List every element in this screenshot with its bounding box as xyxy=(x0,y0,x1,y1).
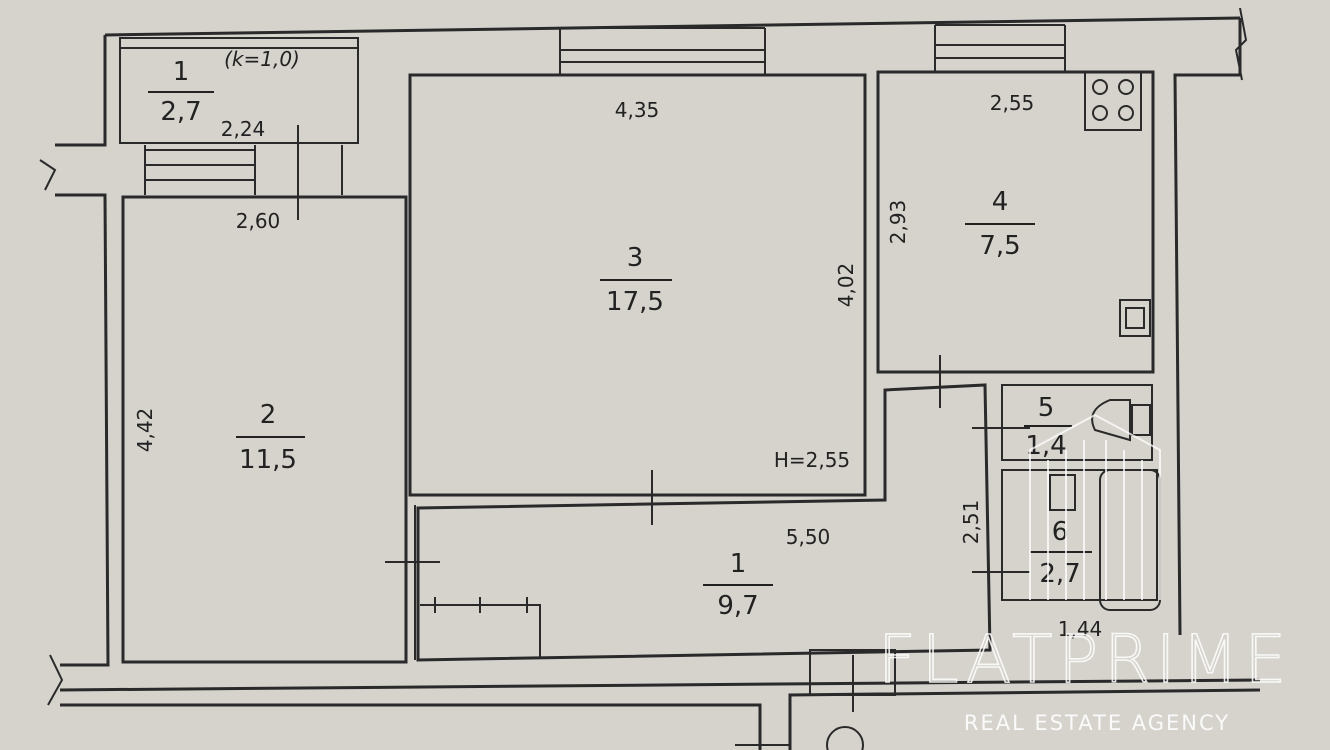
room-5-area: 1,4 xyxy=(1025,431,1066,461)
kitchen-sink-icon xyxy=(1119,299,1151,337)
hall-label: 1 9,7 xyxy=(703,549,773,621)
room-4-label: 4 7,5 xyxy=(965,187,1035,261)
balcony-area: 2,7 xyxy=(160,97,201,127)
room-2-area: 11,5 xyxy=(239,445,297,475)
watermark-brand: FLATPRIME xyxy=(878,621,1292,698)
dimension-labels: 2,24 2,60 4,42 4,35 4,02 H=2,55 2,55 2,9… xyxy=(133,91,1102,641)
room-2-outline xyxy=(121,195,408,664)
room-2-length-dim: 4,42 xyxy=(133,408,157,453)
room-6-number: 6 xyxy=(1052,517,1069,547)
bath-width-dim: 1,44 xyxy=(1058,617,1103,641)
room-4-outline xyxy=(876,24,1155,408)
room-5-number: 5 xyxy=(1038,393,1055,423)
ceiling-height-dim: H=2,55 xyxy=(774,448,850,472)
room-2-label: 2 11,5 xyxy=(236,400,305,475)
room-2-width-dim: 2,60 xyxy=(236,209,281,233)
stove-icon xyxy=(1084,71,1142,131)
hall-number: 1 xyxy=(730,549,747,579)
room-4-length-dim: 2,93 xyxy=(886,200,910,245)
room-4-width-dim: 2,55 xyxy=(990,91,1035,115)
room-5-label: 5 1,4 xyxy=(1024,393,1072,461)
room-3-length-dim: 4,02 xyxy=(834,263,858,308)
room-4-area: 7,5 xyxy=(979,231,1020,261)
room-6-area: 2,7 xyxy=(1039,559,1080,589)
room-4-number: 4 xyxy=(992,187,1009,217)
outer-walls xyxy=(39,7,1261,750)
room-3-area: 17,5 xyxy=(606,287,664,317)
balcony-coefficient: (k=1,0) xyxy=(224,47,300,71)
balcony-number: 1 xyxy=(173,57,190,87)
hall-length-dim: 2,51 xyxy=(959,500,983,545)
room-3-width-dim: 4,35 xyxy=(615,98,660,122)
watermark-tagline: REAL ESTATE AGENCY xyxy=(964,711,1230,735)
hall-outline xyxy=(385,383,992,662)
room-5-outline xyxy=(972,384,1153,461)
room-6-outline xyxy=(972,469,1158,601)
watermark-building-icon xyxy=(1029,413,1161,600)
room-2-number: 2 xyxy=(260,400,277,430)
toilet-icon xyxy=(1091,399,1151,442)
balcony-label: 1 2,7 (k=1,0) xyxy=(148,47,300,127)
room-3-label: 3 17,5 xyxy=(600,243,672,317)
room-3-number: 3 xyxy=(627,243,644,273)
watermark: FLATPRIME REAL ESTATE AGENCY xyxy=(877,413,1292,735)
room-3-outline xyxy=(408,27,867,497)
balcony-width-dim: 2,24 xyxy=(221,117,266,141)
hall-width-dim: 5,50 xyxy=(786,525,831,549)
hall-area: 9,7 xyxy=(717,591,758,621)
room-6-label: 6 2,7 xyxy=(1030,517,1092,589)
balcony xyxy=(119,37,359,220)
entrance-area xyxy=(735,649,896,750)
